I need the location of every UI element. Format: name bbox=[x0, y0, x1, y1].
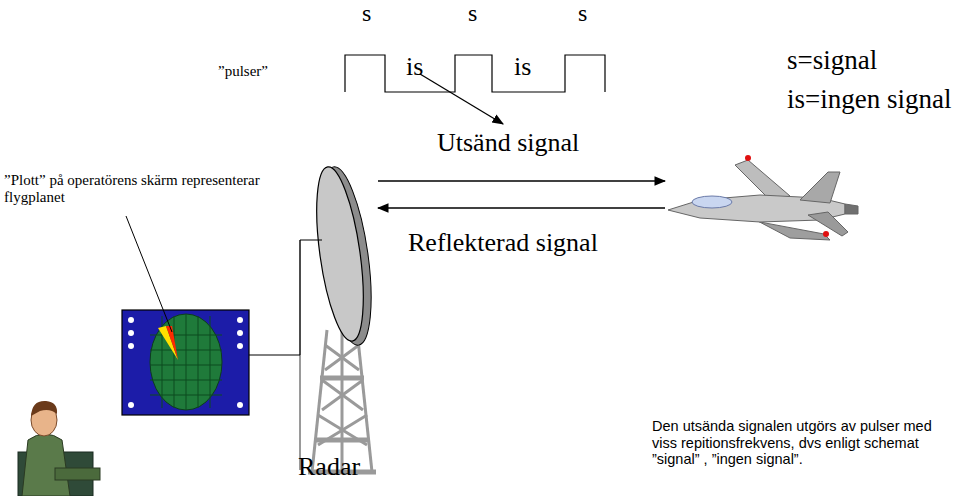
legend-note: s=signal bbox=[787, 45, 877, 76]
radar-screen bbox=[122, 310, 249, 415]
pointer-arrow bbox=[420, 74, 503, 124]
cable bbox=[249, 240, 322, 355]
radar-tower bbox=[308, 330, 376, 472]
fighter-jet bbox=[668, 155, 858, 240]
signal-label: Reflekterad signal bbox=[408, 228, 598, 258]
cable bbox=[300, 240, 301, 470]
pulse-train bbox=[345, 55, 605, 92]
signal-label: Utsänd signal bbox=[437, 128, 579, 158]
pulse-gap-mark: is bbox=[406, 52, 423, 82]
leader-line bbox=[126, 216, 172, 332]
radar-label: Radar bbox=[298, 452, 360, 482]
reflected-signal-arrow bbox=[378, 207, 665, 208]
callout-text: ”Plott” på operatörens skärm representer… bbox=[4, 172, 304, 207]
pulse-signal-mark: s bbox=[362, 0, 371, 28]
sent-signal-arrow bbox=[378, 180, 665, 181]
operator-figure bbox=[18, 401, 100, 496]
legend-note: is=ingen signal bbox=[787, 84, 951, 115]
note-text: Den utsända signalen utgörs av pulser me… bbox=[652, 418, 960, 468]
pulse-signal-mark: s bbox=[578, 0, 587, 28]
radar-dish bbox=[308, 164, 372, 344]
pulse-signal-mark: s bbox=[468, 0, 477, 28]
pulse-gap-mark: is bbox=[514, 52, 531, 82]
pulse-label: ”pulser” bbox=[218, 63, 268, 80]
